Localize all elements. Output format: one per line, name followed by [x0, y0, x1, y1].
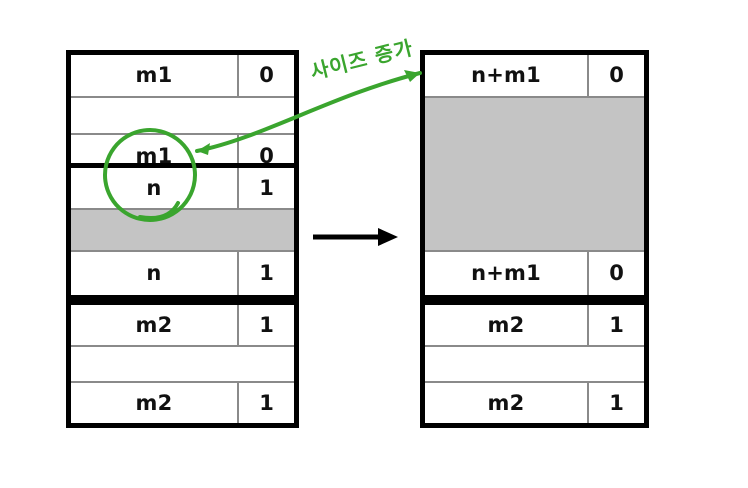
block-alloc-flag: 0 — [587, 55, 644, 96]
block-payload-flag — [589, 347, 644, 381]
block-alloc-flag: 1 — [237, 168, 294, 208]
block-footer-row: m2 1 — [425, 383, 644, 423]
block-payload-flag — [239, 98, 294, 133]
handwritten-note-size-increase: 사이즈 증가 — [307, 35, 416, 85]
block-size-label: m2 — [487, 312, 525, 337]
block-size-label: n — [146, 175, 162, 200]
memory-block-m1-before[interactable]: m1 0 m1 0 — [66, 50, 299, 178]
block-alloc-flag: 0 — [587, 252, 644, 295]
block-header-row: n+m1 0 — [425, 55, 644, 98]
memory-layout-before: m1 0 m1 0 n 1 n 1 — [66, 50, 299, 428]
transformation-arrow-icon — [313, 228, 398, 246]
block-size-label: m1 — [135, 63, 173, 87]
block-footer-row: n+m1 0 — [425, 252, 644, 295]
free-space-flag — [239, 210, 294, 250]
block-alloc-flag: 0 — [237, 55, 294, 96]
block-alloc-flag: 1 — [587, 383, 644, 423]
block-alloc-flag: 1 — [587, 305, 644, 345]
free-space-flag — [589, 98, 644, 250]
block-alloc-flag: 1 — [237, 383, 294, 423]
block-size-label: n+m1 — [471, 261, 541, 285]
memory-block-m2-before[interactable]: m2 1 m2 1 — [66, 300, 299, 428]
block-header-row: m2 1 — [425, 305, 644, 347]
block-size-label: n+m1 — [471, 63, 541, 87]
memory-block-n-before[interactable]: n 1 n 1 — [66, 163, 299, 300]
memory-block-m2-after[interactable]: m2 1 m2 1 — [420, 300, 649, 428]
block-header-row: m2 1 — [71, 305, 294, 347]
block-payload-row — [71, 98, 294, 135]
annotation-arrow-head-icon — [404, 70, 420, 82]
block-footer-row: n 1 — [71, 252, 294, 295]
block-payload-row — [425, 347, 644, 383]
block-alloc-flag: 1 — [237, 252, 294, 295]
block-alloc-flag: 1 — [237, 305, 294, 345]
block-size-label: m2 — [135, 312, 173, 337]
free-space-region — [425, 98, 644, 252]
block-size-label: m2 — [135, 390, 173, 415]
block-payload-row — [71, 347, 294, 383]
block-payload-flag — [239, 347, 294, 381]
block-header-row: n 1 — [71, 168, 294, 210]
memory-layout-after: n+m1 0 n+m1 0 m2 1 m2 — [420, 50, 649, 428]
free-space-region — [71, 210, 294, 252]
block-footer-row: m2 1 — [71, 383, 294, 423]
block-header-row: m1 0 — [71, 55, 294, 98]
memory-block-coalesced-after[interactable]: n+m1 0 n+m1 0 — [420, 50, 649, 300]
block-size-label: n — [146, 261, 162, 285]
block-size-label: m2 — [487, 390, 525, 415]
